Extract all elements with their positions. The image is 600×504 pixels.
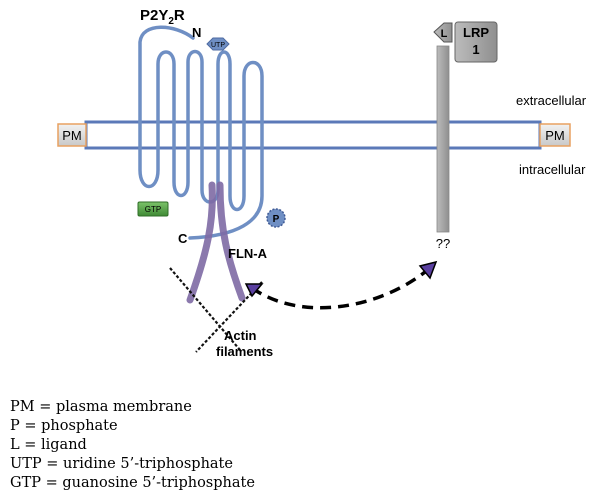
legend-item-p: P = phosphate	[10, 418, 118, 434]
filamin-arm-left	[186, 181, 216, 304]
gtp-box	[137, 201, 169, 217]
legend-item-utp: UTP = uridine 5’-triphosphate	[10, 456, 233, 472]
utp-hexagon	[206, 37, 230, 51]
utp-label: UTP	[211, 42, 225, 49]
arrowhead-right	[418, 260, 438, 280]
actin-filament-1	[169, 267, 241, 351]
legend-item-pm: PM = plasma membrane	[10, 399, 192, 415]
lrp-label-2: 1	[472, 42, 479, 57]
pm-box-right	[539, 123, 571, 147]
phosphate-label: P	[273, 214, 280, 225]
dashed-arrow	[244, 260, 438, 310]
lrp1-box	[454, 21, 498, 63]
fln-a-label: FLN-A	[228, 246, 268, 261]
legend-item-l: L = ligand	[10, 437, 87, 453]
phosphate-circle-icon	[266, 208, 286, 228]
ligand-label: L	[441, 28, 448, 40]
gtp-label: GTP	[145, 205, 161, 214]
lrp1-receptor	[433, 21, 498, 233]
legend-item-gtp: GTP = guanosine 5’-triphosphate	[10, 475, 255, 491]
intracellular-label: intracellular	[519, 162, 586, 177]
pm-right-label: PM	[545, 128, 565, 143]
pm-box-left	[57, 123, 87, 147]
ligand-shape	[433, 22, 453, 43]
arrowhead-left	[244, 283, 264, 298]
filamin-a	[186, 181, 246, 304]
filamin-arm-right	[216, 181, 246, 302]
arrow-path	[250, 266, 432, 310]
receptor-backbone	[138, 25, 264, 240]
membrane-band	[84, 120, 542, 150]
plasma-membrane	[84, 120, 542, 150]
c-terminus-label: C	[178, 231, 188, 246]
pm-left-label: PM	[62, 128, 82, 143]
n-terminus-label: N	[192, 25, 201, 40]
receptor-p2y2r	[138, 25, 264, 240]
actin-label-1: Actin	[224, 328, 257, 343]
unknown-label: ??	[436, 236, 450, 251]
receptor-label: P2Y2R	[140, 7, 185, 27]
legend-list: PM = plasma membrane P = phosphate L = l…	[10, 398, 255, 493]
lrp1-transmembrane-bar	[436, 45, 450, 233]
lrp-label-1: LRP	[463, 25, 489, 40]
extracellular-label: extracellular	[516, 93, 587, 108]
actin-label-2: filaments	[216, 344, 273, 359]
